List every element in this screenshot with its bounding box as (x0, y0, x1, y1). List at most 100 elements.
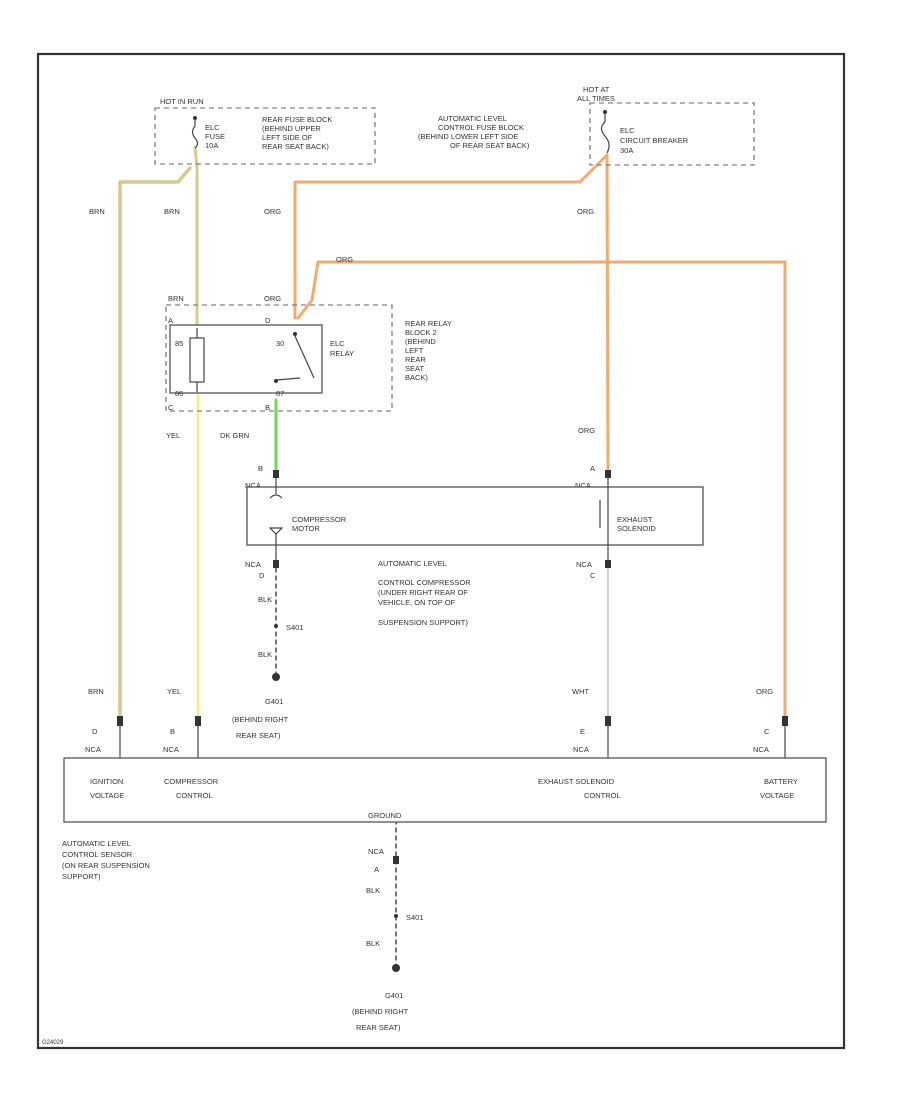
sensor-label-exhaust-1: EXHAUST SOLENOID (538, 777, 615, 786)
connector-terminal (605, 470, 611, 478)
sensor-pin-c: C (764, 727, 770, 736)
sensor-body (63, 757, 827, 823)
wire-org-breaker-relay (293, 153, 609, 320)
relay-desc-3: (BEHIND (405, 337, 436, 346)
compressor-conn-left-pin: B (258, 464, 263, 473)
wire-brn-ignition (118, 166, 192, 722)
sensor-ground: BLK S401 BLK G401 (BEHIND RIGHT REAR SEA… (352, 886, 424, 1032)
sensor-label-exhaust-2: CONTROL (584, 791, 621, 800)
sensor-desc-4: SUPPORT) (62, 872, 101, 881)
relay-desc-2: BLOCK 2 (405, 328, 437, 337)
wires (118, 146, 787, 969)
relay-desc-5: REAR (405, 355, 426, 364)
compressor-conn-left-tag: NCA (245, 481, 261, 490)
relay-pin-a: A (168, 316, 173, 325)
wire-label-bottom-brn: BRN (88, 687, 104, 696)
sensor-ground-desc-1: (BEHIND RIGHT (352, 1007, 409, 1016)
left-fuse-block-outline (154, 107, 376, 165)
wire-label-dkgrn: DK GRN (220, 431, 249, 440)
relay-switch-contact (275, 377, 301, 381)
splice-dot (394, 914, 398, 918)
compressor-bottom-left-tag: NCA (245, 560, 261, 569)
connector-terminal (605, 560, 611, 568)
fuse-symbol (191, 120, 199, 149)
sensor-desc-1: AUTOMATIC LEVEL (62, 839, 131, 848)
sensor-desc-3: (ON REAR SUSPENSION (62, 861, 150, 870)
sensor-ground-pin: A (374, 865, 379, 874)
relay-desc-4: LEFT (405, 346, 424, 355)
sensor-pin-e: E (580, 727, 585, 736)
connector-terminal (393, 856, 399, 864)
sensor-ground-label: GROUND (368, 811, 402, 820)
motor-icon (269, 494, 283, 499)
relay-name-2: RELAY (330, 349, 354, 358)
sensor-ground-name: G401 (385, 991, 403, 1000)
relay-contact-dot (274, 379, 278, 383)
sensor-tag-c: NCA (753, 745, 769, 754)
relay-desc-1: REAR RELAY (405, 319, 452, 328)
motor-ground-desc-2: REAR SEAT) (236, 731, 281, 740)
right-fuse-desc-1: AUTOMATIC LEVEL (438, 114, 507, 123)
left-fuse-dot-top (193, 116, 197, 120)
right-fuse-desc-4: OF REAR SEAT BACK) (450, 141, 530, 150)
wire-label-gnd-blk-1: BLK (366, 886, 380, 895)
left-fuse-desc-1: REAR FUSE BLOCK (262, 115, 332, 124)
right-fuse-block: HOT AT ALL TIMES ELC CIRCUIT BREAKER 30A… (418, 85, 755, 166)
left-fuse-block: HOT IN RUN ELC FUSE 10A REAR FUSE BLOCK … (154, 97, 376, 165)
sensor-ground-splice: S401 (406, 913, 424, 922)
wire-label-org-top: ORG (336, 255, 353, 264)
connector-terminal (782, 716, 788, 726)
motor-ground-desc-1: (BEHIND RIGHT (232, 715, 289, 724)
solenoid-label-2: SOLENOID (617, 524, 656, 533)
breaker-name: ELC (620, 126, 635, 135)
relay-pin-c: C (168, 403, 174, 412)
wire-label-blk-1: BLK (258, 595, 272, 604)
left-fuse-desc-4: REAR SEAT BACK) (262, 142, 329, 151)
sensor-ground-tag: NCA (368, 847, 384, 856)
motor-label-2: MOTOR (292, 524, 320, 533)
wire-brn-fuse-relay (193, 146, 199, 327)
wire-label-org-down: ORG (578, 426, 595, 435)
right-fuse-block-outline (589, 102, 755, 166)
motor-icon-lower (268, 527, 284, 535)
wire-label-gnd-blk-2: BLK (366, 939, 380, 948)
left-fuse-rating: 10A (205, 141, 218, 150)
left-fuse-desc-3: LEFT SIDE OF (262, 133, 313, 142)
relay-pin-87: 87 (276, 389, 284, 398)
relay-block-outline (165, 304, 393, 412)
relay-desc-7: BACK) (405, 373, 428, 382)
left-fuse-label: FUSE (205, 132, 225, 141)
wire-label-brn-1: BRN (89, 207, 105, 216)
wire-label-yel: YEL (166, 431, 180, 440)
sensor-desc-2: CONTROL SENSOR (62, 850, 133, 859)
relay-body (169, 324, 323, 394)
wire-label-org-2: ORG (577, 207, 594, 216)
compressor-assembly: B A NCA NCA COMPRESSOR MOTOR EXHAUST SOL… (245, 464, 704, 627)
diagram-frame (36, 52, 846, 1050)
compressor-conn-right-pin: A (590, 464, 595, 473)
relay-switch-pivot (293, 332, 297, 336)
sensor-tag-d: NCA (85, 745, 101, 754)
connector-terminal (117, 716, 123, 726)
relay-pin-86: 86 (175, 389, 183, 398)
sensor-assembly: BRN YEL WHT ORG D B E C NCA NCA NCA NCA … (62, 687, 827, 881)
left-fuse-desc-2: (BEHIND UPPER (262, 124, 321, 133)
relay-pin-b: B (265, 403, 270, 412)
ground-icon (392, 964, 400, 972)
relay-pin-30: 30 (276, 339, 284, 348)
right-fuse-desc-2: CONTROL FUSE BLOCK (438, 123, 524, 132)
connector-terminal (273, 560, 279, 568)
splice-dot (274, 624, 278, 628)
solenoid-label-1: EXHAUST (617, 515, 653, 524)
sensor-label-ignition-1: IGNITION (90, 777, 123, 786)
right-fuse-hot-label-1: HOT AT (583, 85, 610, 94)
left-fuse-hot-label: HOT IN RUN (160, 97, 204, 106)
wire-label-brn-2: BRN (164, 207, 180, 216)
relay-wire-brn: BRN (168, 294, 184, 303)
right-fuse-hot-label-2: ALL TIMES (577, 94, 615, 103)
sensor-label-battery-1: BATTERY (764, 777, 798, 786)
sensor-pin-d: D (92, 727, 98, 736)
breaker-dot-top (603, 110, 607, 114)
connector-terminal (605, 716, 611, 726)
